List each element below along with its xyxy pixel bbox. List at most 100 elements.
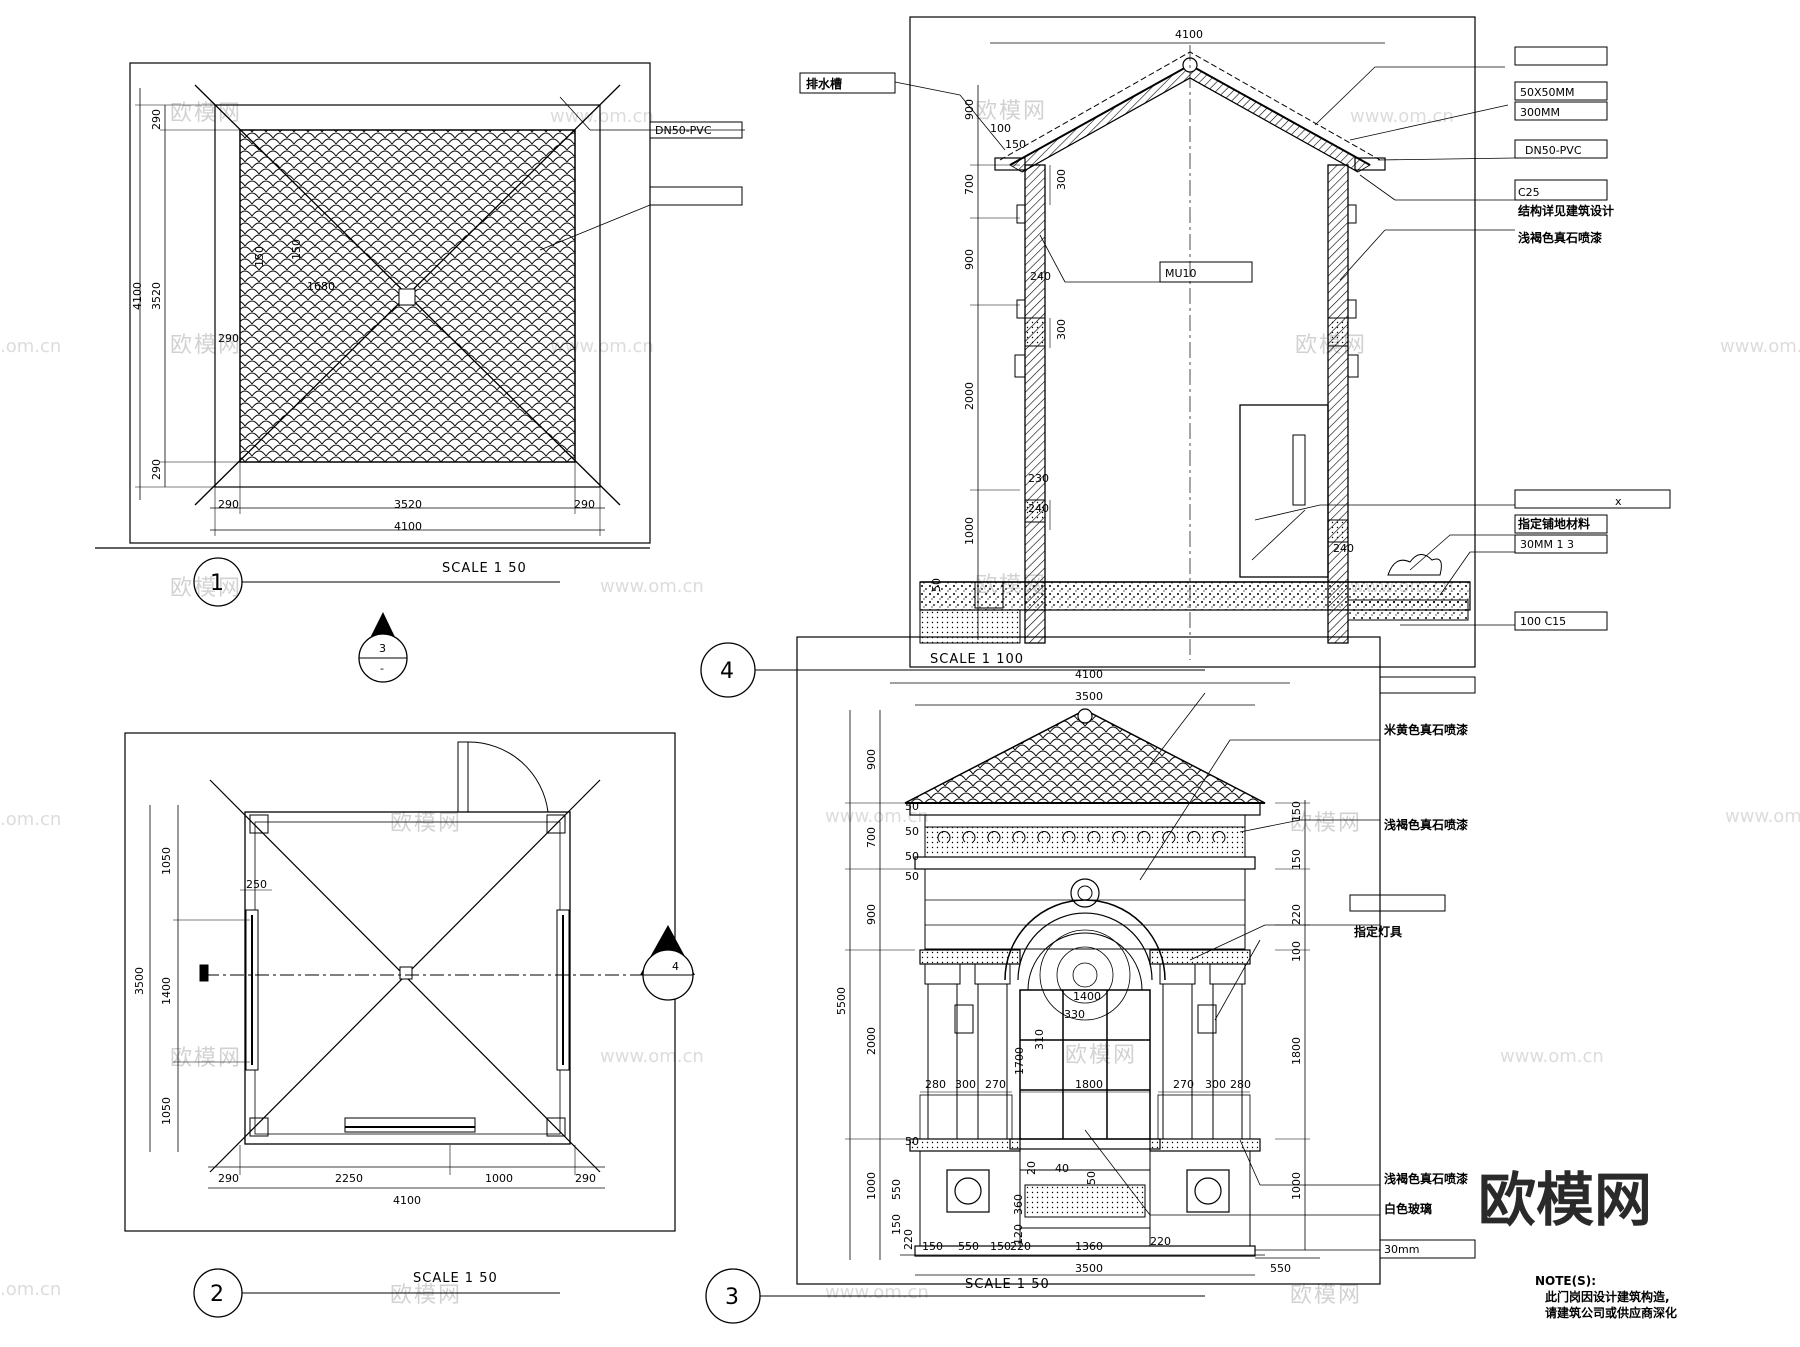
watermark-url: www.om.cn [1350,106,1454,127]
label-paint: 浅褐色真石喷漆 [1518,230,1602,245]
watermark-text: 欧模网 [170,333,242,358]
scale-label: SCALE 1 50 [442,561,527,576]
dim-w1: 290 [218,1172,239,1185]
window-dim: 1700 [1013,1047,1026,1075]
watermark-url: www.om.cn [1725,806,1800,827]
dim-small: 220 [902,1229,915,1250]
label-brown: 浅褐色真石喷漆 [1384,1171,1468,1186]
floor-plan-text: 3500 1050 1400 1050 250 290 2250 1000 29… [133,847,596,1307]
dim-r: 1000 [1290,1172,1303,1200]
window-dim: 330 [1064,1008,1085,1021]
dim-side-h: 290 [574,498,595,511]
watermark-text: 欧模网 [170,576,242,601]
bottom-dim: 150 [990,1240,1011,1253]
dim-b: 1400 [160,977,173,1005]
scale-label: SCALE 1 50 [965,1277,1050,1292]
watermark-text: 欧模网 [1290,811,1362,836]
dim-h: 700 [963,174,976,195]
section-text: 4100 900 700 900 2000 1000 100 150 300 2… [720,28,1622,684]
dim-small: 50 [930,578,943,592]
watermark-url: www.om.cn [600,576,704,597]
dim-total: 5500 [835,987,848,1015]
bottom-dim: 1360 [1075,1240,1103,1253]
dim-h: 900 [963,99,976,120]
dim-r: 150 [1290,801,1303,822]
dim-w4: 290 [575,1172,596,1185]
dim-c: 1050 [160,1097,173,1125]
drawing-number: 1 [210,571,224,596]
notes: NOTE(S): 此门岗因设计建筑构造, 请建筑公司或供应商深化 [1535,1274,1677,1320]
dim-150: 150 [253,246,266,267]
bottom-dim: 550 [958,1240,979,1253]
dim-h: 1000 [865,1172,878,1200]
label-struct: 结构详见建筑设计 [1518,203,1614,218]
bottom-base: 550 [1270,1262,1291,1275]
dim-width: 4100 [1075,668,1103,681]
window-dim: 360 [1012,1194,1025,1215]
bottom-dim: 220 [1010,1240,1031,1253]
dim-h: 900 [865,749,878,770]
dim-small: 50 [905,870,919,883]
watermark-url: www.om.cn [825,1282,929,1303]
dim-r: 1800 [1290,1037,1303,1065]
dim-small: 100 [990,122,1011,135]
scale-label: SCALE 1 100 [930,652,1024,667]
bottom-inner: 3500 [1075,1262,1103,1275]
dim-w2: 2250 [335,1172,363,1185]
dim-h: 900 [865,904,878,925]
window-dim: 20 [1025,1161,1038,1175]
section-drawing [700,16,1671,698]
dim-inner-v: 3520 [150,282,163,310]
watermark-url: www.om.cn [550,106,654,127]
notes-line: 请建筑公司或供应商深化 [1545,1305,1677,1320]
watermark-text: 欧模网 [1065,1043,1137,1068]
dim-width: 4100 [1175,28,1203,41]
col-dim: 280 [925,1078,946,1091]
dim-side-h: 290 [218,332,239,345]
dim-h: 2000 [865,1027,878,1055]
watermark-tail: .om.cn [0,336,61,357]
watermark-text: 欧模网 [170,1046,242,1071]
scale-label: SCALE 1 50 [413,1271,498,1286]
label-lamp: 指定灯具 [1354,924,1402,939]
label-beige: 米黄色真石喷漆 [1384,722,1468,737]
dim-side-h: 290 [218,498,239,511]
dim-150: 150 [290,239,303,260]
window-dim: 120 [1012,1224,1025,1245]
dim-h: 2000 [963,382,976,410]
label-c25: C25 [1518,186,1540,199]
label: 300MM [1520,106,1560,119]
elevation-drawing [705,636,1476,1324]
dim-r: 150 [1290,849,1303,870]
roof-plan [95,62,745,607]
dim-small: 50 [905,1135,919,1148]
dim-small: 240 [1333,542,1354,555]
drawing-number: 4 [720,659,734,684]
dim-side-v: 290 [150,459,163,480]
col-dim: 300 [955,1078,976,1091]
dim-overall-v: 4100 [131,282,144,310]
section-marker-4: 4 [640,925,695,1001]
label-thickness: 30mm [1384,1243,1419,1256]
label-x: x [1615,495,1622,508]
notes-title: NOTE(S): [1535,1274,1596,1288]
dim-r: 220 [1290,904,1303,925]
window-dim: 1800 [1075,1078,1103,1091]
col-dim: 300 [1205,1078,1226,1091]
dim-inner: 3500 [1075,690,1103,703]
dim-small: 50 [905,825,919,838]
label-glass: 白色玻璃 [1384,1201,1432,1216]
logo-text: 欧模网 [1478,1166,1652,1234]
dim-1680: 1680 [307,280,335,293]
watermark-text: 欧模网 [390,811,462,836]
bottom-dim: 150 [922,1240,943,1253]
dim-side-v: 290 [150,109,163,130]
notes-line: 此门岗因设计建筑构造, [1545,1289,1670,1304]
dim-overall: 4100 [393,1194,421,1207]
dim-small: 300 [1055,319,1068,340]
dim-small: 50 [905,800,919,813]
elevation-text: 4100 3500 5500 900 700 900 2000 1000 50 … [725,668,1468,1310]
dim-small: 150 [890,1214,903,1235]
label-brown: 浅褐色真石喷漆 [1384,817,1468,832]
label-concrete: 100 C15 [1520,615,1566,628]
